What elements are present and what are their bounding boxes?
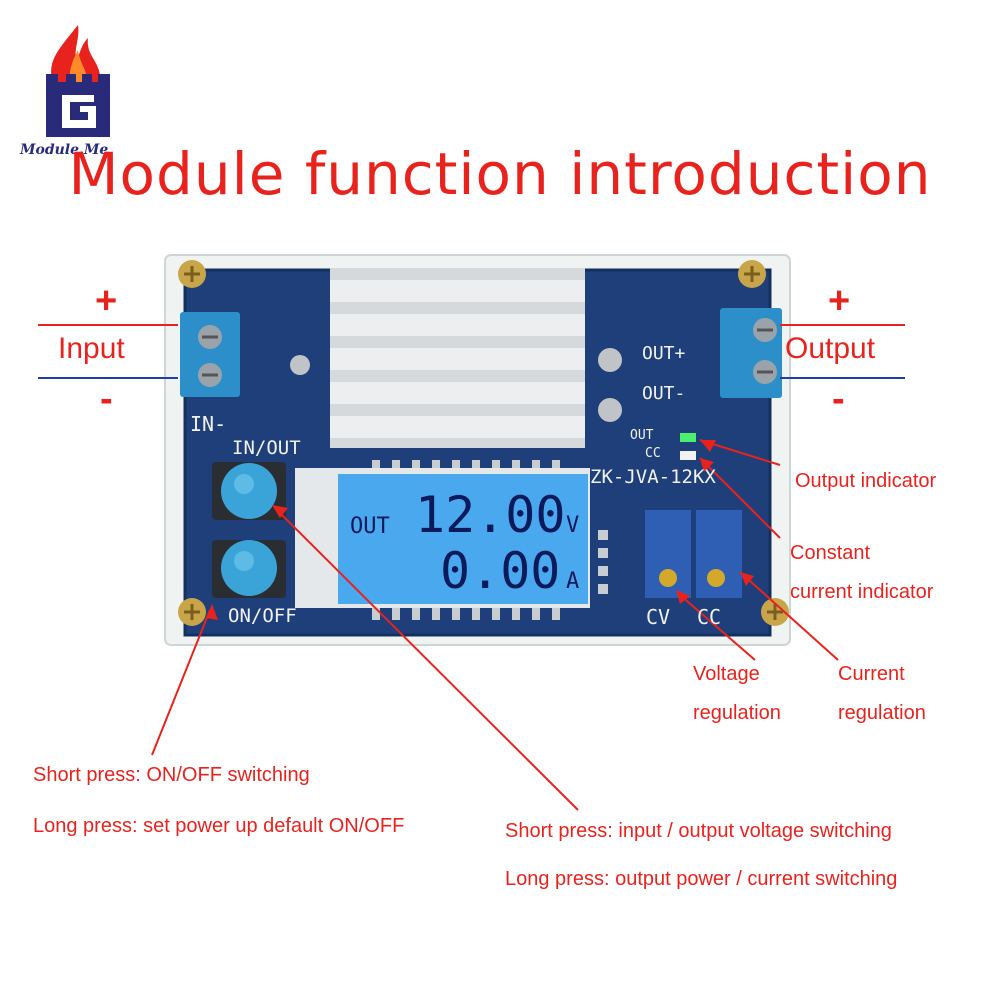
lcd-panel: [338, 474, 588, 604]
heatsink: [330, 268, 585, 448]
silk-on-off: ON/OFF: [228, 605, 297, 627]
input-label: Input: [58, 332, 125, 365]
led-out: [680, 433, 696, 442]
logo-text: Module.Me: [20, 142, 109, 158]
callout-onoff-long: Long press: set power up default ON/OFF: [33, 815, 405, 837]
lcd-current: 0.00: [440, 542, 560, 600]
callout-cc-line1: Constant: [790, 542, 871, 564]
callout-cc-line2: current indicator: [790, 581, 934, 603]
in-out-button: [212, 462, 286, 520]
silk-ind-cc: CC: [645, 446, 661, 461]
cc-potentiometer: [696, 510, 742, 598]
output-minus: -: [832, 378, 845, 420]
input-terminal: [180, 312, 240, 397]
lcd-mode: OUT: [350, 514, 390, 539]
output-terminal: [720, 308, 782, 398]
callout-voltage-line1: Voltage: [693, 663, 760, 685]
lcd-voltage: 12.00: [415, 486, 566, 544]
lcd-current-unit: A: [566, 569, 579, 594]
callout-inout-short: Short press: input / output voltage swit…: [505, 820, 892, 842]
silk-in-out: IN/OUT: [232, 437, 301, 459]
cv-potentiometer: [645, 510, 691, 598]
output-label: Output: [785, 332, 876, 365]
input-minus: -: [100, 378, 113, 420]
silk-out-minus: OUT-: [642, 383, 686, 404]
callout-inout-long: Long press: output power / current switc…: [505, 868, 898, 890]
silk-ind-out: OUT: [630, 428, 654, 443]
silk-out-plus: OUT+: [642, 343, 686, 364]
callout-voltage-line2: regulation: [693, 702, 781, 724]
callout-current-line2: regulation: [838, 702, 926, 724]
callout-output-indicator: Output indicator: [795, 470, 937, 492]
page-title: Module function introduction: [68, 140, 932, 208]
callout-current-line1: Current: [838, 663, 905, 685]
led-cc: [680, 451, 696, 460]
callout-onoff-short: Short press: ON/OFF switching: [33, 764, 310, 786]
silk-cv: CV: [646, 605, 671, 629]
silk-in-minus: IN-: [190, 412, 227, 436]
lcd-voltage-unit: V: [566, 513, 579, 538]
on-off-button: [212, 540, 286, 598]
input-plus: +: [95, 280, 118, 322]
silk-model: ZK-JVA-12KX: [590, 466, 716, 488]
logo: Module.Me: [18, 20, 138, 160]
output-plus: +: [828, 280, 851, 322]
screw-icon: [178, 260, 789, 626]
silk-cc: CC: [697, 605, 722, 629]
logo-flame-icon: [46, 25, 110, 137]
